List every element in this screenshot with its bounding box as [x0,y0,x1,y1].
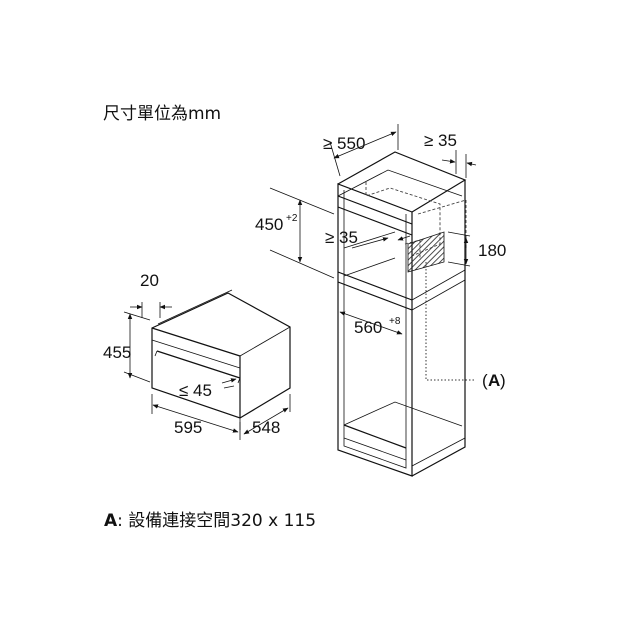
oven-depth-label: 548 [252,418,280,437]
niche-width-label: 560 [354,318,382,337]
oven-top-depth-label: 20 [140,271,159,290]
cabinet-dimensions: ≥ 550 ≥ 35 450 +2 ≥ 35 180 560 +8 ( A ) [255,124,506,390]
oven-drawing [151,289,291,430]
oven-handle [156,350,241,379]
oven-dimensions: 20 455 ≤ 45 595 548 [103,271,291,440]
legend: A: 設備連接空間320 x 115 [104,506,316,531]
cabinet-drawing [337,151,476,477]
inner-gap-label: ≥ 35 [325,228,358,247]
svg-text:(: ( [482,371,488,390]
oven-front-gap-label: ≤ 45 [179,381,212,400]
oven-front-face [151,327,241,418]
niche-width-tolerance: +8 [389,316,401,327]
oven-width-label: 595 [174,418,202,437]
legend-key: A [104,511,118,531]
legend-text: : 設備連接空間320 x 115 [117,511,317,531]
space-marker-a: A [488,371,500,390]
unit-note: 尺寸單位為mm [103,104,222,124]
niche-height-label: 450 [255,215,283,234]
svg-text:): ) [500,371,506,390]
niche-height-tolerance: +2 [286,213,298,224]
oven-height-label: 455 [103,343,131,362]
vent-height-label: 180 [478,241,506,260]
cabinet-rear-gap-label: ≥ 35 [424,131,457,150]
oven-body [151,292,291,419]
cabinet-depth-label: ≥ 550 [323,134,365,153]
connection-space-a [407,231,445,273]
